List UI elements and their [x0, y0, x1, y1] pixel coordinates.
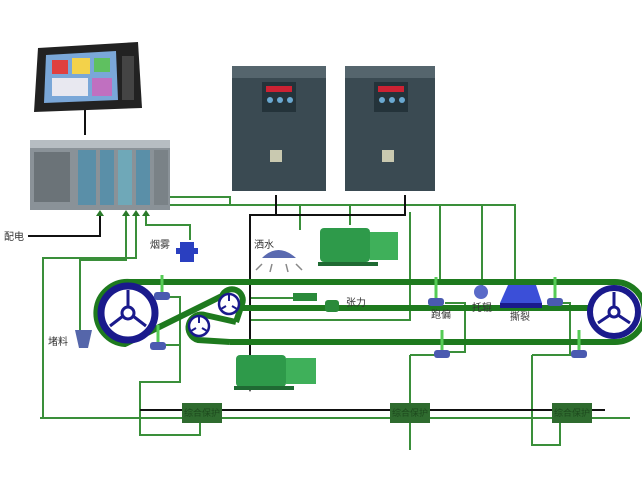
idler-label: 托辊 — [472, 301, 492, 314]
sprinkler — [255, 250, 303, 273]
tension-label: 张力 — [346, 296, 366, 309]
blockage-label: 堵料 — [48, 335, 68, 348]
sprinkler-label: 洒水 — [254, 238, 274, 251]
hmi-touch-screen — [34, 42, 142, 112]
tension-pulley-2 — [187, 314, 211, 338]
protector-3: 综合保护 — [552, 403, 592, 423]
head-pulley — [97, 282, 159, 344]
protector-label: 综合保护 — [554, 407, 590, 419]
smoke-label: 烟雾 — [150, 238, 170, 251]
inverter-1 — [232, 66, 326, 191]
tear-label: 撕裂 — [510, 310, 530, 323]
tail-pulley — [587, 285, 641, 339]
motor-1 — [318, 228, 398, 266]
motor-2 — [234, 355, 316, 390]
tension-pulley-1 — [217, 292, 241, 316]
smoke-sensor — [176, 242, 198, 262]
protector-1: 综合保护 — [182, 403, 222, 423]
power-label: 配电 — [4, 230, 24, 243]
plc-input-arrows — [96, 210, 150, 216]
protector-label: 综合保护 — [184, 407, 220, 419]
inverter-2 — [345, 66, 435, 191]
conveyor-belt — [93, 278, 642, 348]
tear-sensor — [500, 285, 542, 303]
protector-2: 综合保护 — [390, 403, 430, 423]
blockage-sensor — [75, 330, 92, 348]
tension-sensor — [293, 293, 339, 312]
protector-label: 综合保护 — [392, 407, 428, 419]
deviation-label: 跑偏 — [431, 308, 451, 321]
deviation-sensors — [150, 275, 587, 358]
plc-rack — [30, 140, 170, 210]
idler-sensor — [474, 285, 488, 299]
